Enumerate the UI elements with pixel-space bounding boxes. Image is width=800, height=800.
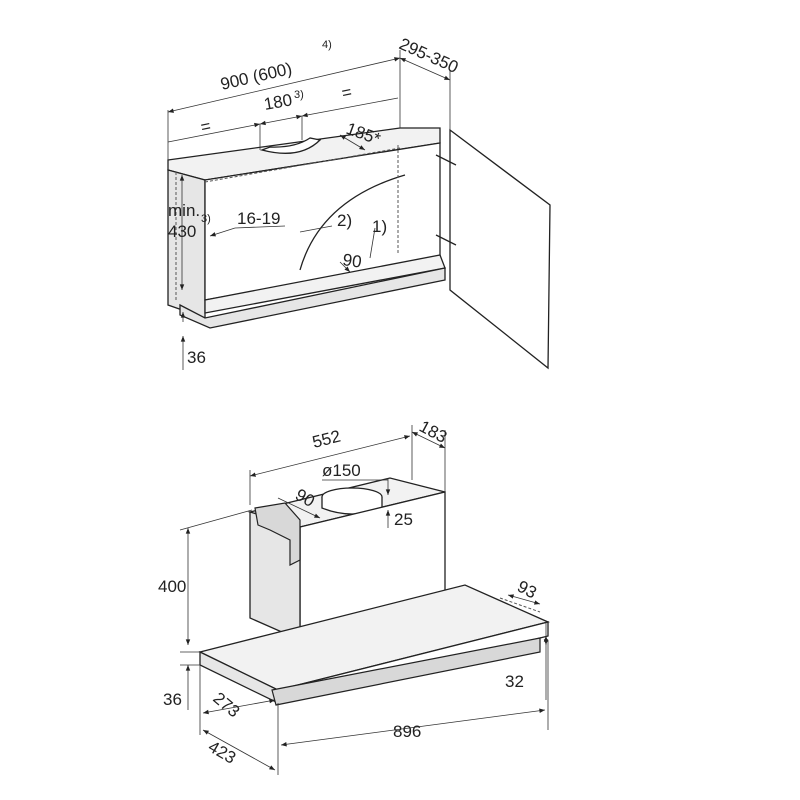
cabinet-door [449,128,551,370]
dim-panel-thickness: 16-19 [237,209,280,228]
dim-front-height: 32 [505,672,524,691]
dim-housing-width: 552 [310,427,342,452]
dim-cutout-note: 3) [294,89,304,101]
dim-duct-height: 25 [394,510,413,529]
hood-drawing: 552 183 ø150 90 25 400 93 36 32 273 423 … [158,417,550,775]
cabinet-left-side [167,169,206,319]
dim-equal-left: = [199,116,213,137]
dim-cutout: 180 [262,90,293,114]
dim-height: 430 [168,222,196,241]
cabinet-base [179,267,446,329]
duct-cutout [259,137,322,154]
dim-left-offset: 273 [209,689,243,722]
hinge-top [435,154,457,166]
dim-equal-right: = [340,82,354,103]
dim-height-min: min. [168,201,200,220]
dim-panel-front: 93 [514,577,540,603]
dim-height-note: 3) [201,213,211,225]
dim-base: 36 [187,348,206,367]
dim-depth: 423 [205,737,239,768]
dim-panel-thickness: 36 [163,690,182,709]
dim-width-note: 4) [322,39,332,51]
cutaway-curve [299,174,406,271]
dim-width: 900 (600) [219,59,294,94]
note-1: 1) [372,217,387,236]
dim-total-height: 400 [158,577,186,596]
cabinet-drawing: 900 (600) 4) 295-350 = = 180 3) 185* min… [167,34,551,370]
dim-angle-90: 90 [341,250,362,271]
hinge-bottom [435,234,457,246]
dim-width: 896 [393,722,421,741]
motor-bracket [254,502,301,566]
dim-duct-diameter: ø150 [322,461,361,480]
note-2: 2) [337,211,352,230]
